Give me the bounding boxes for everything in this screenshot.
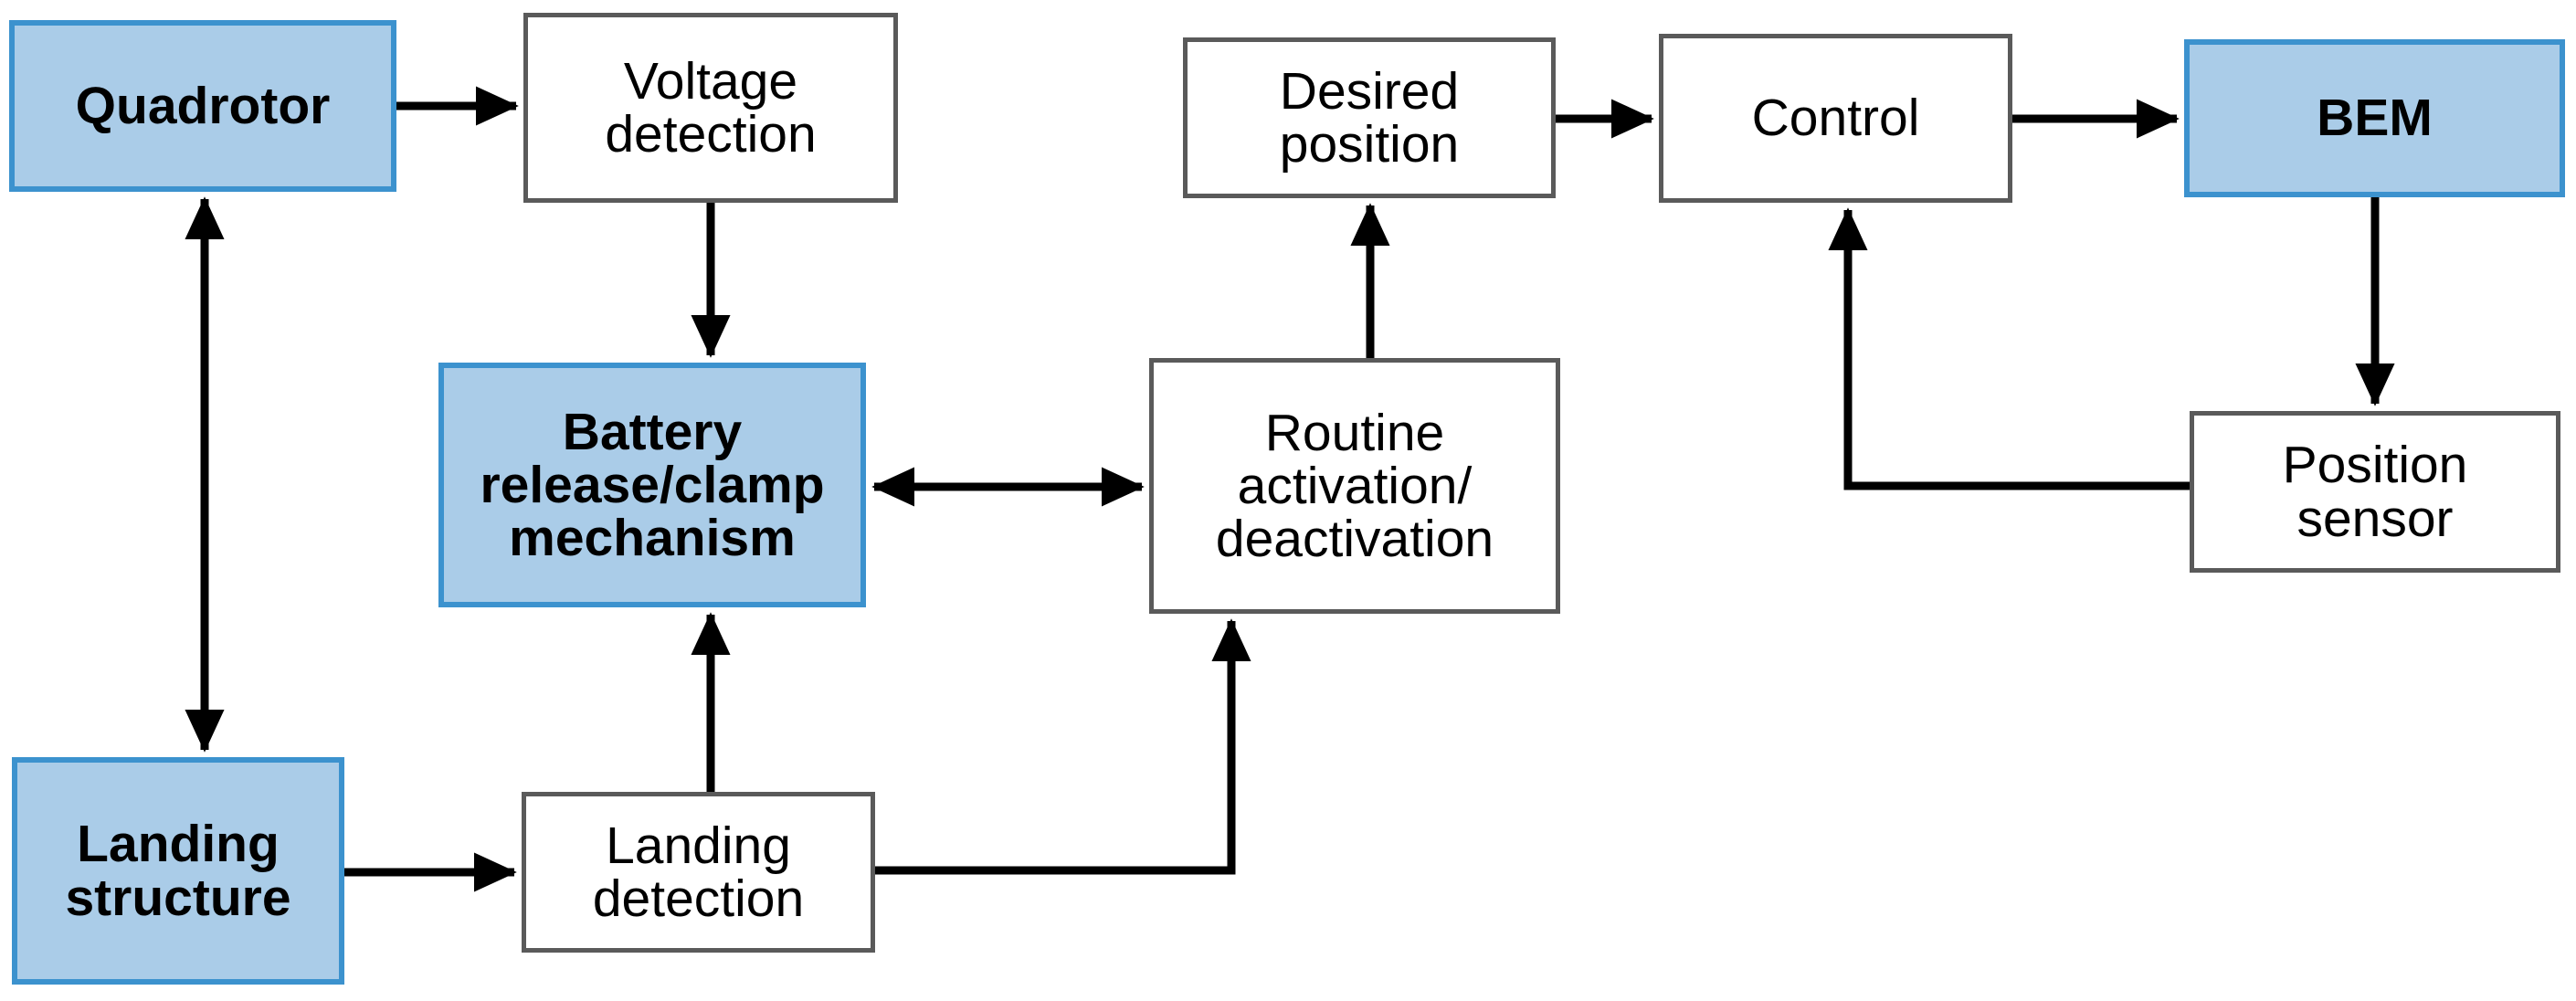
node-landing-structure[interactable]: Landing structure: [12, 757, 344, 985]
node-landing-structure-label: Landing structure: [65, 815, 291, 927]
node-desired-position[interactable]: Desired position: [1183, 37, 1556, 198]
node-landing-detection[interactable]: Landing detection: [522, 792, 875, 953]
node-voltage-detection-label: Voltage detection: [605, 51, 817, 163]
node-bem[interactable]: BEM: [2184, 39, 2565, 197]
edge-position-sensor-to-control: [1828, 207, 2190, 490]
node-quadrotor-label: Quadrotor: [75, 76, 331, 135]
node-voltage-detection[interactable]: Voltage detection: [523, 13, 898, 203]
node-position-sensor[interactable]: Position sensor: [2190, 411, 2560, 573]
node-battery-release-clamp-mechanism-label: Battery release/clamp mechanism: [480, 402, 825, 568]
node-bem-label: BEM: [2317, 89, 2433, 148]
node-routine-activation-deactivation[interactable]: Routine activation/ deactivation: [1149, 358, 1560, 614]
node-landing-detection-label: Landing detection: [592, 816, 805, 928]
node-quadrotor[interactable]: Quadrotor: [9, 20, 396, 192]
edge-landing-detection-to-routine: [875, 618, 1251, 875]
node-control[interactable]: Control: [1659, 34, 2012, 203]
node-routine-activation-deactivation-label: Routine activation/ deactivation: [1215, 403, 1494, 569]
node-battery-release-clamp-mechanism[interactable]: Battery release/clamp mechanism: [438, 363, 866, 607]
node-control-label: Control: [1751, 89, 1920, 148]
node-position-sensor-label: Position sensor: [2282, 436, 2468, 548]
node-desired-position-label: Desired position: [1279, 61, 1460, 174]
